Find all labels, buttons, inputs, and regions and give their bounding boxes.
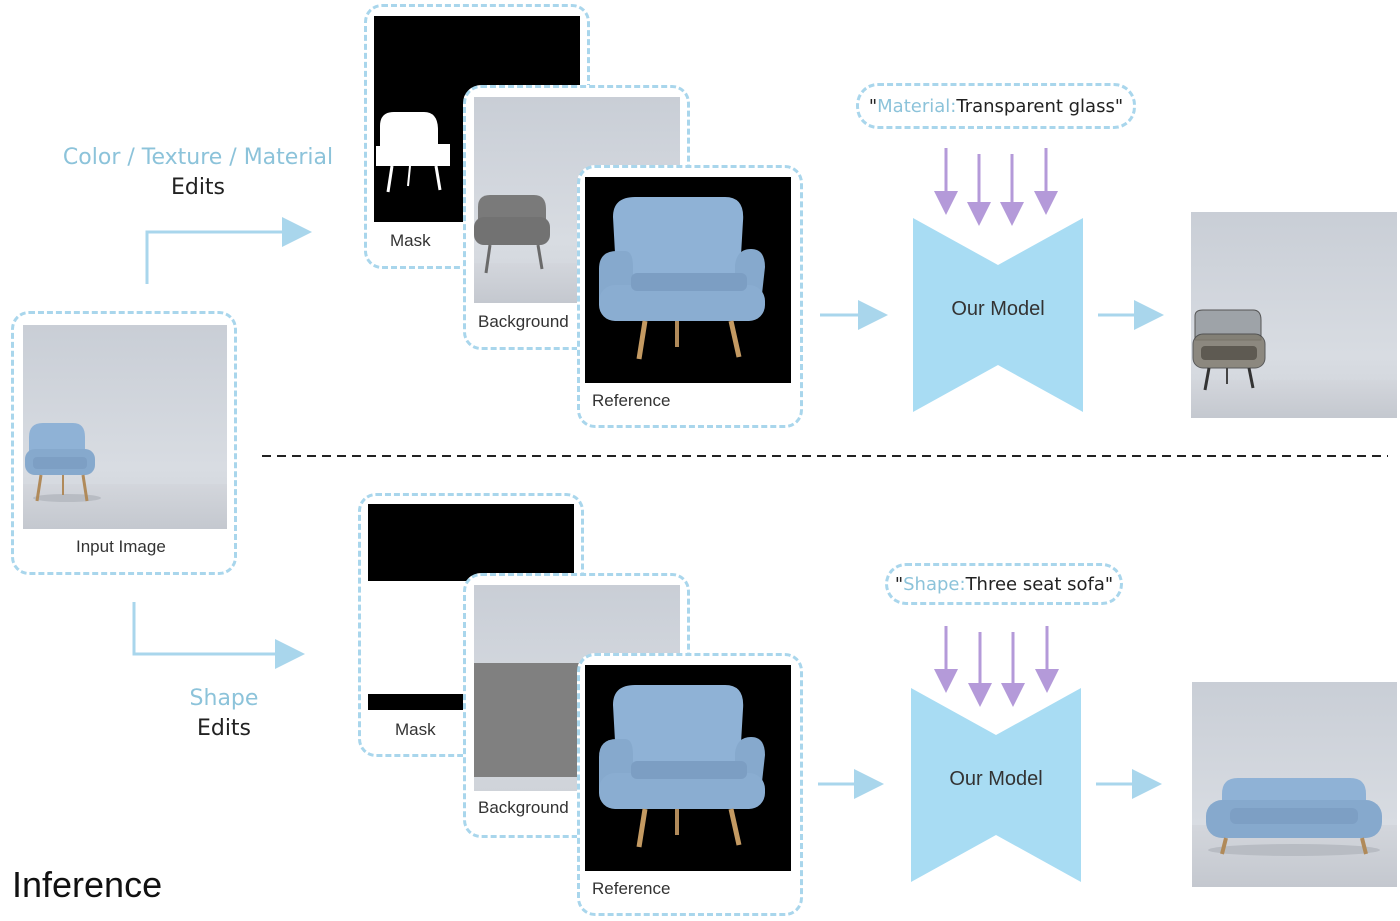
prompt-keyword: Material: (877, 95, 957, 117)
prompt-keyword: Shape: (903, 573, 966, 595)
top-background-caption: Background (478, 312, 569, 331)
gray-chair-icon (474, 195, 550, 274)
prompt-text: Transparent glass (956, 95, 1115, 117)
chair-icon (599, 685, 765, 848)
chair-icon (25, 423, 101, 502)
top-reference-image (585, 177, 791, 383)
prompt-close-quote: " (1104, 573, 1114, 595)
top-text-prompt: "Material: Transparent glass" (856, 83, 1136, 129)
bottom-edit-type-suffix: Edits (196, 716, 252, 741)
glass-chair-icon (1192, 309, 1266, 391)
sofa-icon (1206, 778, 1382, 856)
prompt-open-quote: " (868, 95, 878, 117)
text-conditioning-arrows-top (934, 148, 1058, 226)
bottom-background-card: Background (463, 573, 690, 838)
top-reference-card: Reference (577, 165, 803, 428)
top-output-image (1191, 212, 1397, 418)
text-conditioning-arrows-bottom (934, 626, 1059, 707)
bottom-text-prompt: "Shape: Three seat sofa" (885, 563, 1123, 605)
bottom-model-label: Our Model (949, 768, 1043, 790)
bottom-background-caption: Background (478, 798, 569, 817)
chair-mask-icon (376, 112, 450, 193)
model-shape-top (913, 218, 1083, 412)
bottom-edit-type-accent: Shape (189, 686, 259, 711)
bottom-edit-type-label: Shape Edits (164, 684, 284, 744)
bottom-output-image (1192, 682, 1397, 887)
prompt-close-quote: " (1114, 95, 1124, 117)
top-edit-type-label: Color / Texture / Material Edits (58, 143, 338, 203)
input-image (23, 325, 227, 529)
input-image-caption: Input Image (76, 537, 166, 556)
model-shape-bottom (911, 688, 1081, 882)
bottom-mask-caption: Mask (395, 720, 436, 739)
input-image-card: Input Image (11, 311, 237, 575)
prompt-open-quote: " (894, 573, 904, 595)
prompt-text: Three seat sofa (965, 573, 1105, 595)
bottom-reference-card: Reference (577, 653, 803, 916)
top-edit-type-suffix: Edits (170, 175, 226, 200)
top-reference-caption: Reference (592, 391, 671, 410)
top-branch-connector (145, 217, 312, 284)
top-edit-type-accent: Color / Texture / Material (62, 145, 334, 170)
page-title: Inference (12, 864, 163, 905)
top-model-label: Our Model (951, 298, 1045, 320)
bottom-reference-image (585, 665, 791, 871)
top-mask-caption: Mask (390, 231, 431, 250)
bottom-branch-connector (132, 602, 305, 669)
bottom-reference-caption: Reference (592, 879, 671, 898)
chair-icon (599, 197, 765, 360)
